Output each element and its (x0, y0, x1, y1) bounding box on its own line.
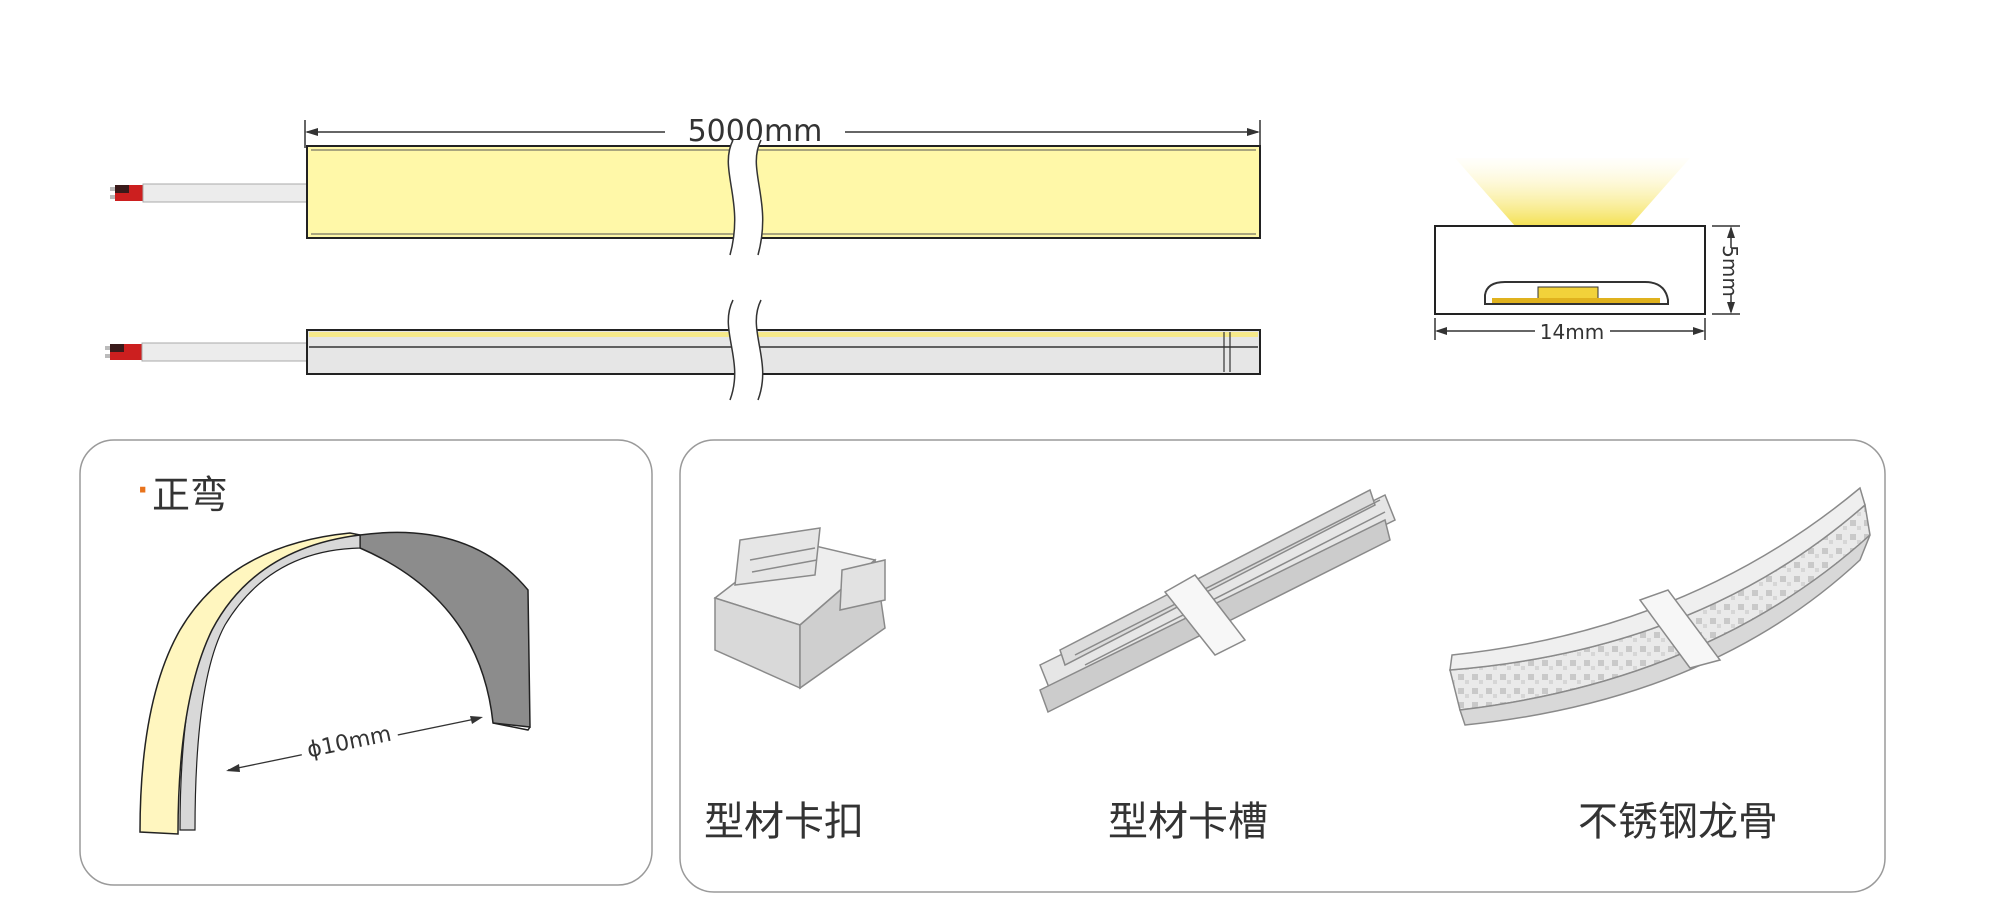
bend-bullet: · (137, 473, 148, 508)
strip-break-mark (728, 140, 763, 255)
bend-title: 正弯 (152, 473, 228, 517)
accessory-label-keel: 不锈钢龙骨 (1578, 799, 1778, 845)
power-cable-side (105, 342, 308, 362)
light-beam (1455, 158, 1690, 226)
strip-light-surface (306, 145, 1261, 239)
strip-front-view: 5000mm (110, 114, 1261, 256)
profile-channel-icon (1039, 488, 1396, 714)
cross-section-view: 14mm 5mm (1434, 158, 1742, 344)
profile-clip-icon (713, 527, 886, 690)
led-chip (1537, 286, 1599, 300)
length-dimension (304, 120, 1261, 148)
bend-panel (79, 439, 653, 886)
power-cable-top (110, 183, 308, 203)
height-label: 5mm (1718, 245, 1742, 297)
width-label: 14mm (1540, 320, 1604, 344)
accessory-label-clip: 型材卡扣 (704, 799, 864, 845)
accessories-panel (679, 439, 1886, 893)
accessory-label-channel: 型材卡槽 (1108, 799, 1268, 845)
strip-side-view (105, 299, 1261, 401)
bent-strip-illustration: ϕ10mm (139, 531, 531, 835)
stainless-steel-keel-icon (1449, 486, 1871, 726)
